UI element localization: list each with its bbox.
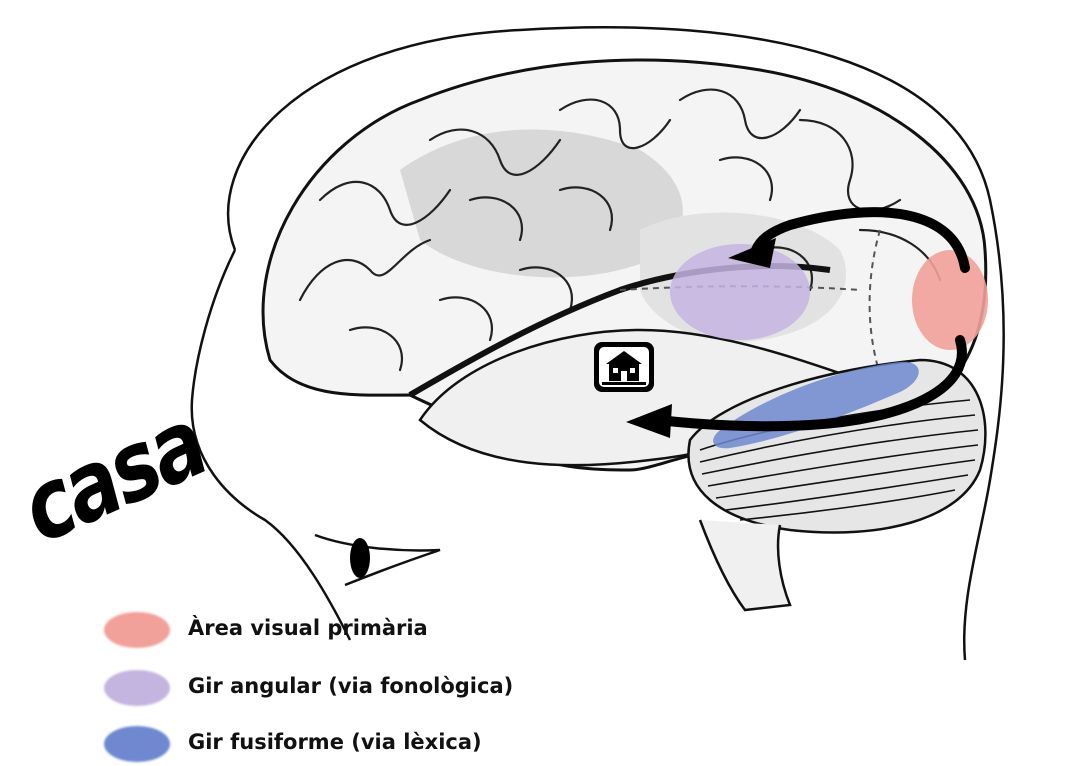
eye-icon [315, 535, 440, 585]
legend-swatch [104, 726, 170, 762]
legend-item-primary-visual: Àrea visual primària [104, 612, 624, 652]
legend-label: Gir angular (via fonològica) [188, 674, 513, 698]
legend-item-fusiform-gyrus: Gir fusiforme (via lèxica) [104, 726, 624, 766]
brainstem [700, 520, 790, 610]
region-primary-visual [912, 250, 988, 350]
legend-swatch [104, 612, 170, 648]
legend-label: Àrea visual primària [188, 616, 428, 640]
legend-swatch [104, 670, 170, 706]
legend-label: Gir fusiforme (via lèxica) [188, 730, 482, 754]
legend-item-angular-gyrus: Gir angular (via fonològica) [104, 670, 624, 710]
house-icon [594, 342, 654, 392]
